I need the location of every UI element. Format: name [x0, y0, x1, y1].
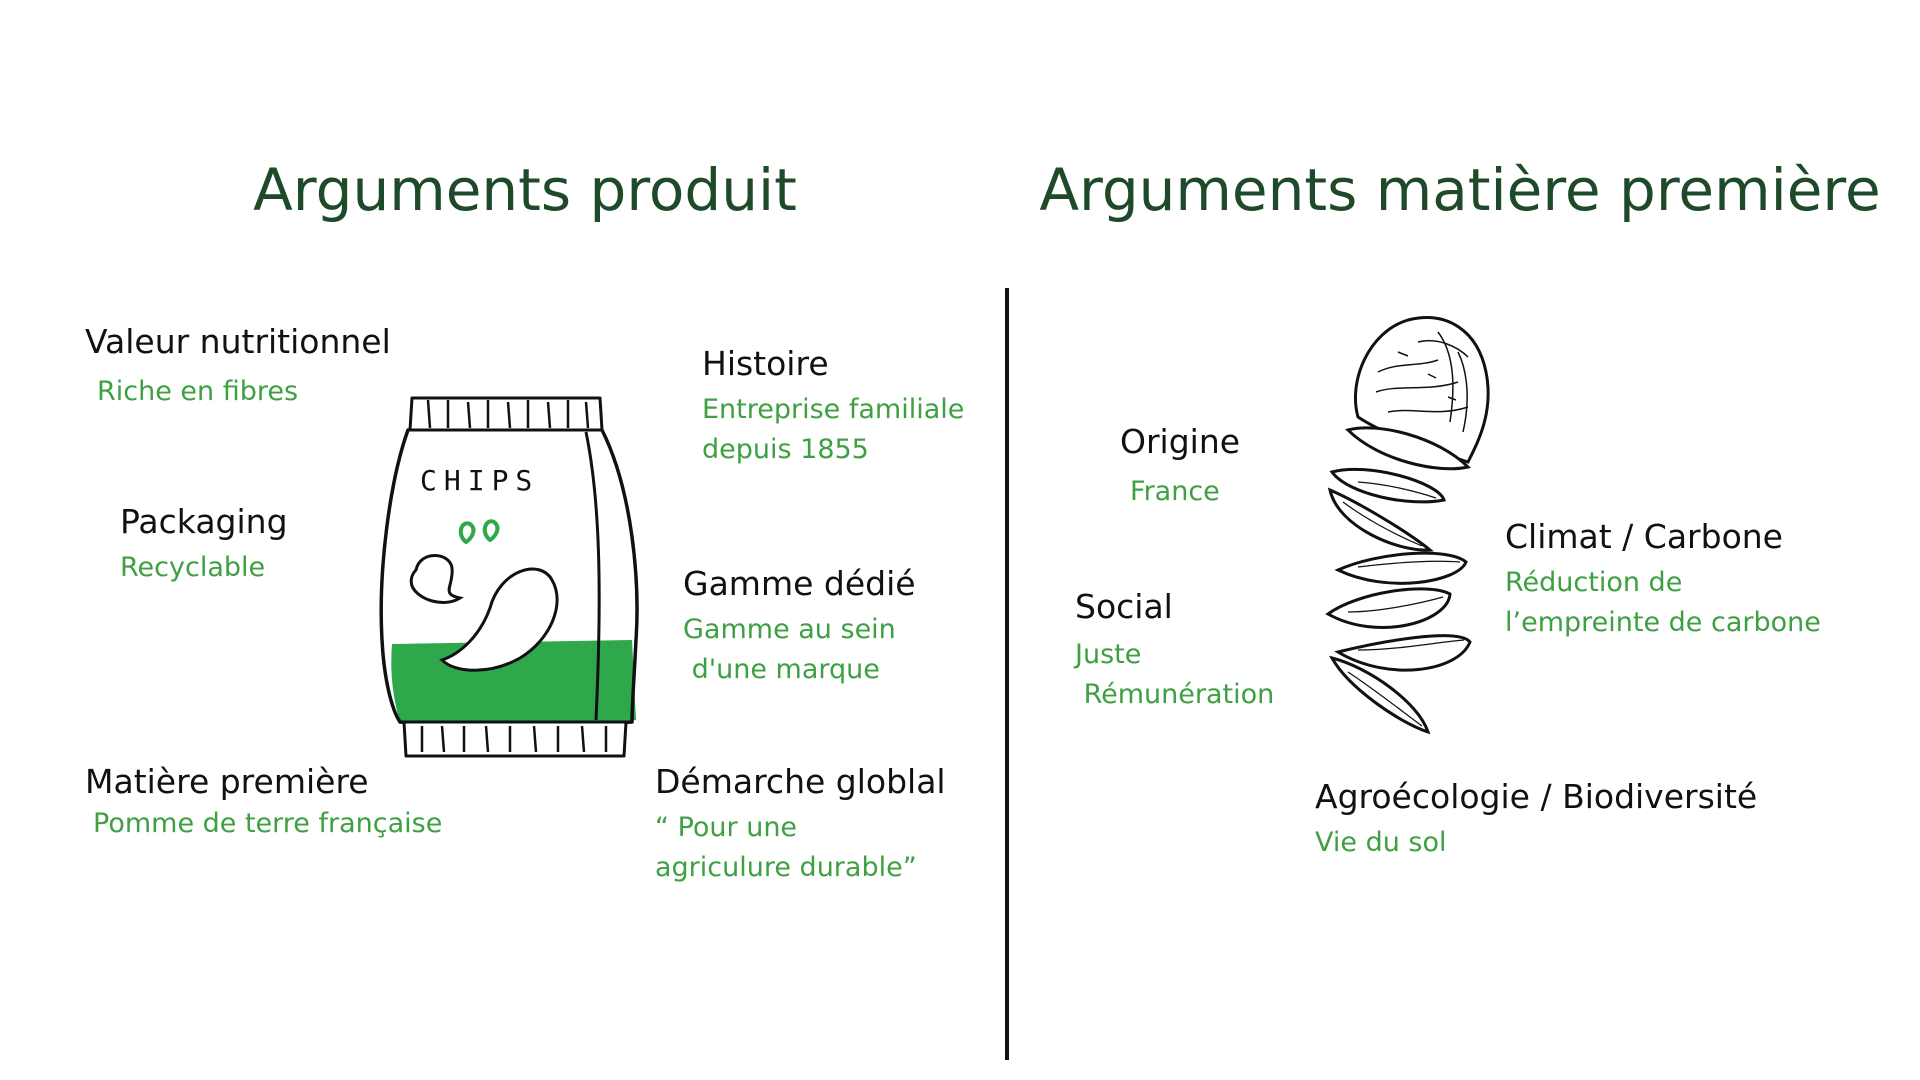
argument-detail: Rémunération — [1075, 679, 1275, 710]
argument-detail: agriculure durable” — [655, 852, 917, 883]
argument-climate: Climat / Carbone Réduction de l’empreint… — [1505, 515, 1821, 643]
bag-bottom-crimp — [402, 720, 628, 758]
chips-bag-icon: CHIPS — [379, 396, 639, 758]
potato-slice — [1334, 634, 1472, 672]
argument-detail: depuis 1855 — [702, 434, 869, 465]
argument-detail: d'une marque — [683, 654, 880, 685]
argument-title: Packaging — [120, 502, 288, 541]
argument-title: Histoire — [702, 344, 829, 383]
potato-slice — [1327, 487, 1434, 552]
argument-title: Démarche globlal — [655, 762, 946, 801]
section-title-raw-material: Arguments matière première — [1039, 156, 1881, 224]
argument-detail: Vie du sol — [1315, 827, 1447, 858]
argument-detail: Pomme de terre française — [93, 808, 443, 839]
argument-origin: Origine France — [1120, 420, 1240, 512]
argument-detail: Juste — [1075, 639, 1142, 670]
argument-nutrition: Valeur nutritionnel Riche en fibres — [85, 320, 391, 412]
bag-top-crimp — [408, 396, 604, 432]
argument-detail: Réduction de — [1505, 567, 1683, 598]
argument-detail: France — [1130, 476, 1220, 507]
potato-slice — [1334, 551, 1468, 585]
argument-detail: “ Pour une — [655, 812, 798, 843]
argument-title: Origine — [1120, 422, 1241, 461]
argument-detail: l’empreinte de carbone — [1505, 607, 1821, 638]
potato-texture — [1375, 331, 1469, 434]
argument-title: Gamme dédié — [683, 564, 916, 603]
argument-title: Climat / Carbone — [1505, 517, 1783, 556]
section-title-product: Arguments produit — [253, 156, 797, 224]
bag-gusset — [584, 431, 601, 721]
argument-detail: Recyclable — [120, 552, 266, 583]
potato-slices-icon — [1325, 316, 1490, 735]
argument-agroecology: Agroécologie / Biodiversité Vie du sol — [1315, 775, 1757, 863]
big-chip-drawing — [439, 567, 559, 672]
bag-logo — [458, 519, 500, 544]
argument-range: Gamme dédié Gamme au sein d'une marque — [683, 562, 916, 690]
potato-slice — [1345, 426, 1471, 471]
small-chip-drawing — [409, 554, 465, 604]
argument-approach: Démarche globlal “ Pour une agriculure d… — [655, 760, 946, 888]
argument-title: Agroécologie / Biodiversité — [1315, 777, 1758, 816]
argument-history: Histoire Entreprise familiale depuis 185… — [702, 342, 964, 470]
argument-raw-material: Matière première Pomme de terre français… — [85, 760, 442, 844]
argument-packaging: Packaging Recyclable — [120, 500, 288, 588]
argument-title: Social — [1075, 587, 1173, 626]
bag-label: CHIPS — [420, 464, 539, 497]
slice-texture — [1342, 481, 1465, 727]
bag-bottom-crimp-lines — [420, 725, 608, 753]
argument-social: Social Juste Rémunération — [1075, 585, 1274, 715]
argument-detail: Entreprise familiale — [702, 394, 965, 425]
argument-title: Valeur nutritionnel — [85, 322, 391, 361]
argument-title: Matière première — [85, 762, 369, 801]
bag-top-crimp-lines — [426, 399, 590, 429]
argument-detail: Riche en fibres — [97, 376, 299, 407]
vertical-divider — [1005, 288, 1009, 1060]
argument-detail: Gamme au sein — [683, 614, 896, 645]
